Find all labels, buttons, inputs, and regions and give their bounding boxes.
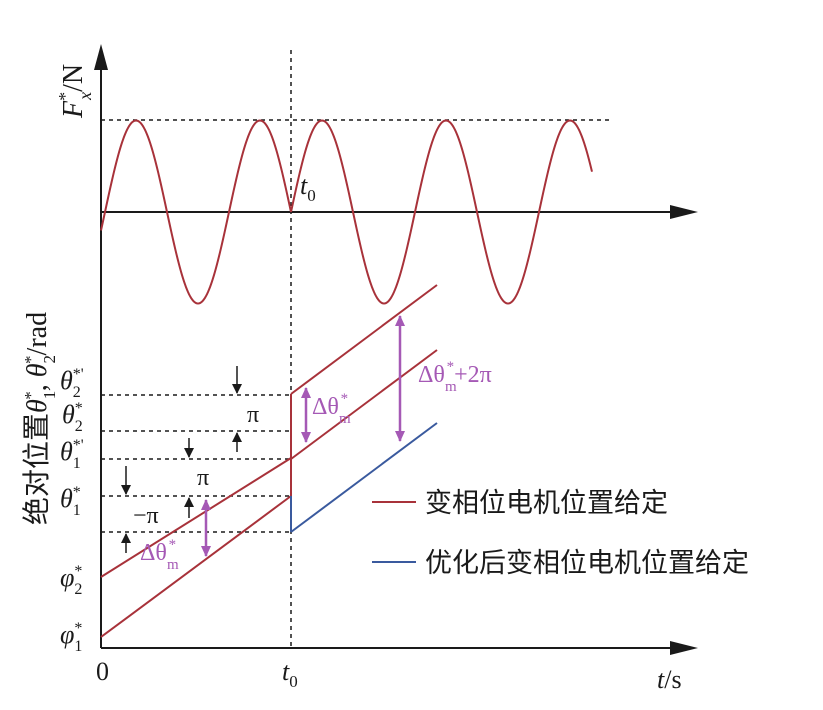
theta1-label: θ1* — [60, 484, 81, 519]
time-axis-label: t/s — [657, 665, 682, 694]
legend-blue-label: 优化后变相位电机位置给定 — [425, 548, 749, 578]
phi2-label: φ2* — [60, 563, 82, 598]
delta-right-label: Δθm*+2π — [418, 359, 492, 395]
time-axis-arrow-icon — [670, 641, 698, 655]
delta-center-label: Δθm* — [312, 391, 351, 427]
red-line-upper-after — [290, 284, 438, 395]
blue-line-after — [290, 422, 438, 533]
phi1-label: φ1* — [60, 620, 82, 655]
red-line-lower-before — [100, 495, 292, 638]
legend-red-label: 变相位电机位置给定 — [425, 488, 668, 518]
legend: 变相位电机位置给定 优化后变相位电机位置给定 — [372, 488, 749, 578]
t0-label-top: t0 — [300, 171, 316, 205]
theta2-prime-label: θ2*' — [60, 366, 84, 401]
pi-lower-label: π — [197, 465, 209, 491]
theta2-label: θ2* — [62, 400, 83, 435]
t0-label-bottom: t0 — [282, 657, 298, 691]
delta-left-label: Δθm* — [140, 537, 179, 573]
pi-upper-label: π — [247, 402, 259, 428]
neg-pi-label: −π — [133, 503, 159, 529]
force-time-axis-arrow-icon — [670, 205, 698, 219]
force-sinusoid-curve — [100, 119, 593, 305]
red-line-lower-after — [290, 349, 438, 460]
origin-label: 0 — [96, 657, 109, 686]
red-line-upper-before — [100, 457, 292, 578]
force-axis-label: F*x/N — [55, 64, 95, 119]
theta1-prime-label: θ1*' — [60, 437, 84, 472]
vertical-axis-arrow-icon — [94, 44, 108, 70]
theta-axis-label: 绝对位置θ1*, θ2*/rad — [21, 312, 59, 525]
